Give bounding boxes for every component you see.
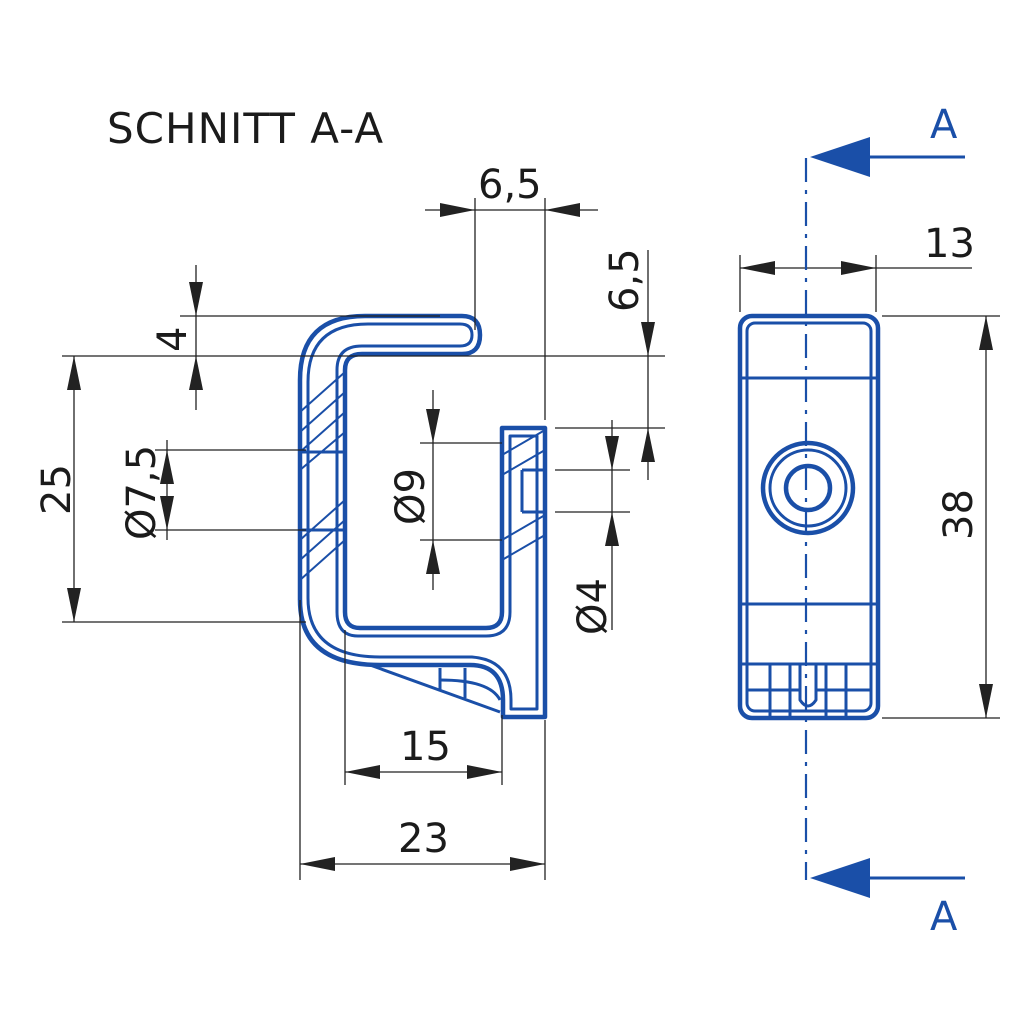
dim-thickness: 4 [150, 327, 196, 352]
section-cut-line [804, 137, 965, 898]
section-hatching-right [501, 429, 546, 561]
section-marker-top: A [930, 102, 958, 148]
section-hatching-left [299, 371, 346, 581]
dim-wall-offset: 6,5 [478, 162, 542, 208]
side-dimensions [739, 255, 1000, 719]
section-title: SCHNITT A-A [107, 104, 384, 153]
section-rib [369, 663, 502, 714]
dim-overall-width: 23 [398, 816, 449, 862]
side-bore-inner [783, 463, 833, 513]
section-marker-bottom: A [930, 894, 958, 940]
dim-bore-inner: Ø9 [388, 468, 434, 525]
dim-vertical-offset: 6,5 [602, 248, 648, 312]
dim-inner-height: 25 [34, 464, 80, 515]
dim-inner-width: 15 [400, 724, 451, 770]
dim-side-height: 38 [936, 489, 982, 540]
section-view [297, 313, 548, 720]
dim-bore-large: Ø7,5 [119, 445, 165, 540]
section-inner-outline [306, 322, 539, 711]
section-dimensions [62, 198, 665, 880]
side-slots [747, 664, 871, 718]
side-outline [737, 313, 881, 721]
side-bore-outer [760, 440, 856, 536]
dim-bore-small: Ø4 [570, 578, 616, 635]
dim-side-width: 13 [924, 221, 975, 267]
side-view [737, 313, 881, 721]
